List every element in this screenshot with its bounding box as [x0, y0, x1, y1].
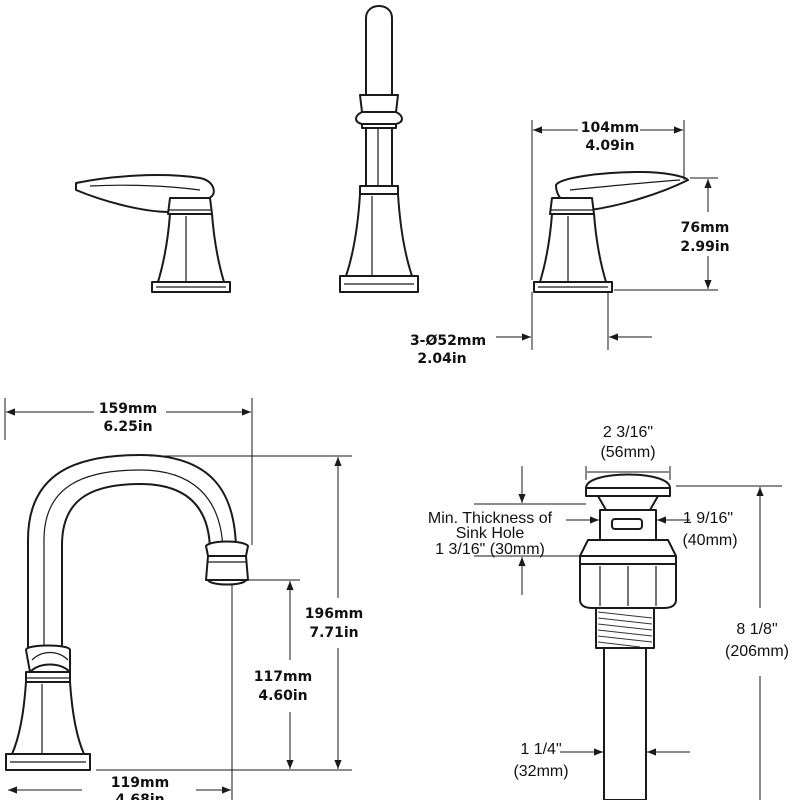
center-spout: [339, 5, 419, 293]
drain-body-width-mm: (40mm): [682, 532, 737, 549]
sink-thickness-label-2: Sink Hole: [456, 525, 525, 542]
spout-height-in: 4.60in: [258, 688, 307, 704]
cap-width-mm: (56mm): [600, 444, 655, 461]
sink-thickness-label-1: Min. Thickness of: [428, 510, 553, 527]
top-dimensions: [496, 120, 718, 350]
spout-height-mm: 117mm: [254, 669, 312, 685]
base-width-mm: 119mm: [111, 775, 169, 791]
drain-body-width: 1 9/16": [683, 510, 733, 527]
pipe-width: 1 1/4": [520, 741, 561, 758]
base-width-in: 4.68in: [115, 792, 164, 800]
sink-thickness-value: 1 3/16" (30mm): [435, 541, 545, 558]
right-handle: [533, 171, 689, 293]
drain-dimensions: [474, 466, 782, 800]
drain-thread-lines: [597, 611, 653, 648]
hole-size-mm: 3-Ø52mm: [410, 333, 486, 349]
hole-size-in: 2.04in: [417, 351, 466, 367]
reach-mm: 159mm: [99, 401, 157, 417]
pop-up-drain: [579, 473, 677, 800]
spout-dimensions: [4, 398, 352, 800]
top-height-mm: 76mm: [681, 220, 730, 236]
reach-in: 6.25in: [103, 419, 152, 435]
top-width-in: 4.09in: [585, 138, 634, 154]
top-width-mm: 104mm: [581, 120, 639, 136]
left-handle: [75, 174, 231, 293]
drain-length: 8 1/8": [736, 621, 777, 638]
pipe-width-mm: (32mm): [513, 763, 568, 780]
top-height-in: 2.99in: [680, 239, 729, 255]
total-height-mm: 196mm: [305, 606, 363, 622]
total-height-in: 7.71in: [309, 625, 358, 641]
drain-length-mm: (206mm): [725, 643, 789, 660]
cap-width: 2 3/16": [603, 424, 653, 441]
spout-side-view: [5, 454, 249, 771]
